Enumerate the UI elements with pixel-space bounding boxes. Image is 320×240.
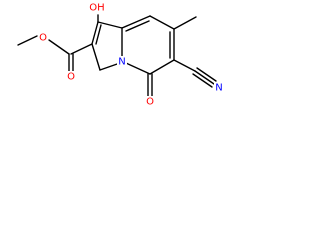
bond-carbonyl-c2 <box>70 43 93 55</box>
bond-c8a-c8 <box>121 15 151 29</box>
bond-c5-n <box>125 62 151 75</box>
bond-c8a-c8-double <box>125 20 150 32</box>
ketone-oxygen-label: O <box>146 97 154 108</box>
bond-c8-c7 <box>149 15 175 30</box>
bond-nitrile-triple-3 <box>192 73 213 88</box>
bond-n-c3 <box>99 62 121 71</box>
bond-nitrile-triple-2 <box>196 67 217 82</box>
hydroxyl-label: OH <box>89 3 104 14</box>
bond-c7-methyl <box>173 16 197 30</box>
bonds <box>17 14 217 97</box>
bond-c2-c1-double <box>95 24 102 45</box>
ring-nitrogen-label: N <box>118 57 125 68</box>
bond-o-carbonyl <box>48 39 70 55</box>
nitrile-nitrogen-label: N <box>215 83 222 94</box>
structure-drawing: OH O O N O N <box>17 2 224 108</box>
structure-canvas: OH O O N O N <box>0 0 236 128</box>
bond-c1-c8a <box>97 21 123 29</box>
bond-methyl-o <box>17 35 38 46</box>
bond-c6-cn <box>173 59 196 72</box>
bond-c3-c2 <box>91 43 101 71</box>
atom-labels: OH O O N O N <box>38 2 224 108</box>
bond-c2-c1 <box>91 21 99 45</box>
bond-c6-c5 <box>149 59 175 75</box>
ester-carbonyl-oxygen-label: O <box>67 72 75 83</box>
ester-ether-oxygen-label: O <box>39 33 47 44</box>
bond-nitrile-triple-1 <box>194 70 215 85</box>
